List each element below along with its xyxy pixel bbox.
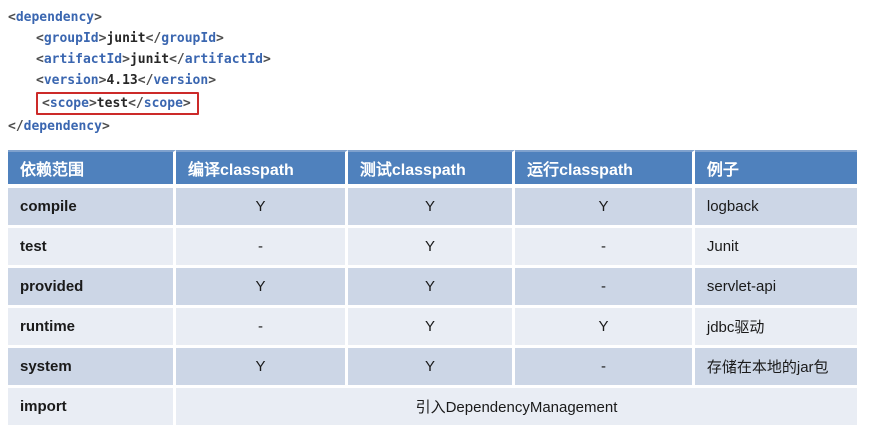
code-token-text: junit xyxy=(106,31,146,46)
example-cell: logback xyxy=(694,188,857,228)
table-row-test: test-Y-Junit xyxy=(8,228,857,268)
code-token-tag: dependency xyxy=(23,119,102,134)
code-line: <dependency> xyxy=(8,7,877,28)
classpath-flag-cell: Y xyxy=(515,188,695,228)
classpath-flag-cell: Y xyxy=(176,268,348,308)
scope-name-cell: provided xyxy=(8,268,176,308)
column-header-4: 运行classpath xyxy=(515,150,695,188)
code-token-tag: dependency xyxy=(15,10,95,25)
code-token-tag: artifactId xyxy=(43,52,123,67)
code-token-tag: groupId xyxy=(161,31,217,46)
example-cell: Junit xyxy=(694,228,857,268)
xml-dependency-code-block: <dependency><groupId>junit</groupId><art… xyxy=(0,0,877,137)
code-token-tag: artifactId xyxy=(184,52,264,67)
classpath-flag-cell: Y xyxy=(347,188,516,228)
code-token-bracket: > xyxy=(182,96,191,111)
code-token-bracket: < xyxy=(42,96,50,111)
scope-highlight-box: <scope>test</scope> xyxy=(36,92,199,115)
classpath-flag-cell: Y xyxy=(176,188,348,228)
column-header-5: 例子 xyxy=(694,150,857,188)
code-token-bracket: </ xyxy=(145,31,162,46)
column-header-3: 测试classpath xyxy=(347,150,516,188)
code-line: <artifactId>junit</artifactId> xyxy=(8,49,877,70)
example-cell: 存储在本地的jar包 xyxy=(694,348,857,388)
code-token-tag: version xyxy=(153,73,209,88)
code-token-text: junit xyxy=(129,52,170,67)
code-token-bracket: > xyxy=(98,73,107,88)
code-token-tag: version xyxy=(43,73,99,88)
classpath-flag-cell: Y xyxy=(347,268,516,308)
code-token-text: 4.13 xyxy=(106,73,138,88)
code-token-bracket: > xyxy=(216,31,224,46)
code-token-bracket: </ xyxy=(128,96,144,111)
code-token-bracket: </ xyxy=(169,52,185,67)
classpath-flag-cell: - xyxy=(176,308,348,348)
scope-name-cell: test xyxy=(8,228,176,268)
code-token-text: test xyxy=(96,96,129,111)
code-token-bracket: < xyxy=(36,31,44,46)
merged-description-cell: 引入DependencyManagement xyxy=(176,388,857,428)
scope-name-cell: compile xyxy=(8,188,176,228)
classpath-flag-cell: Y xyxy=(176,348,348,388)
classpath-flag-cell: - xyxy=(515,348,695,388)
code-token-bracket: </ xyxy=(137,73,154,88)
code-token-tag: scope xyxy=(49,96,89,111)
code-token-bracket: > xyxy=(208,73,217,88)
code-token-bracket: < xyxy=(36,52,44,67)
code-token-bracket: > xyxy=(88,96,97,111)
code-line: <version>4.13</version> xyxy=(8,70,877,91)
code-token-tag: scope xyxy=(143,96,183,111)
scope-name-cell: system xyxy=(8,348,176,388)
code-token-bracket: > xyxy=(122,52,130,67)
code-token-bracket: < xyxy=(8,10,16,25)
classpath-flag-cell: - xyxy=(515,268,695,308)
code-token-tag: groupId xyxy=(43,31,99,46)
column-header-1: 依赖范围 xyxy=(8,150,176,188)
classpath-flag-cell: Y xyxy=(347,308,516,348)
code-token-bracket: </ xyxy=(8,119,24,134)
scope-name-cell: import xyxy=(8,388,176,428)
code-token-bracket: > xyxy=(94,10,102,25)
classpath-flag-cell: - xyxy=(515,228,695,268)
code-token-bracket: < xyxy=(36,73,44,88)
code-line-scope: <scope>test</scope> xyxy=(8,91,877,116)
code-line: </dependency> xyxy=(8,116,877,137)
code-token-bracket: > xyxy=(98,31,107,46)
classpath-flag-cell: Y xyxy=(515,308,695,348)
classpath-flag-cell: - xyxy=(176,228,348,268)
code-token-bracket: > xyxy=(263,52,271,67)
code-token-bracket: > xyxy=(101,119,110,134)
example-cell: jdbc驱动 xyxy=(694,308,857,348)
classpath-flag-cell: Y xyxy=(347,348,516,388)
scope-name-cell: runtime xyxy=(8,308,176,348)
column-header-2: 编译classpath xyxy=(176,150,348,188)
code-line: <groupId>junit</groupId> xyxy=(8,28,877,49)
classpath-flag-cell: Y xyxy=(347,228,516,268)
example-cell: servlet-api xyxy=(694,268,857,308)
